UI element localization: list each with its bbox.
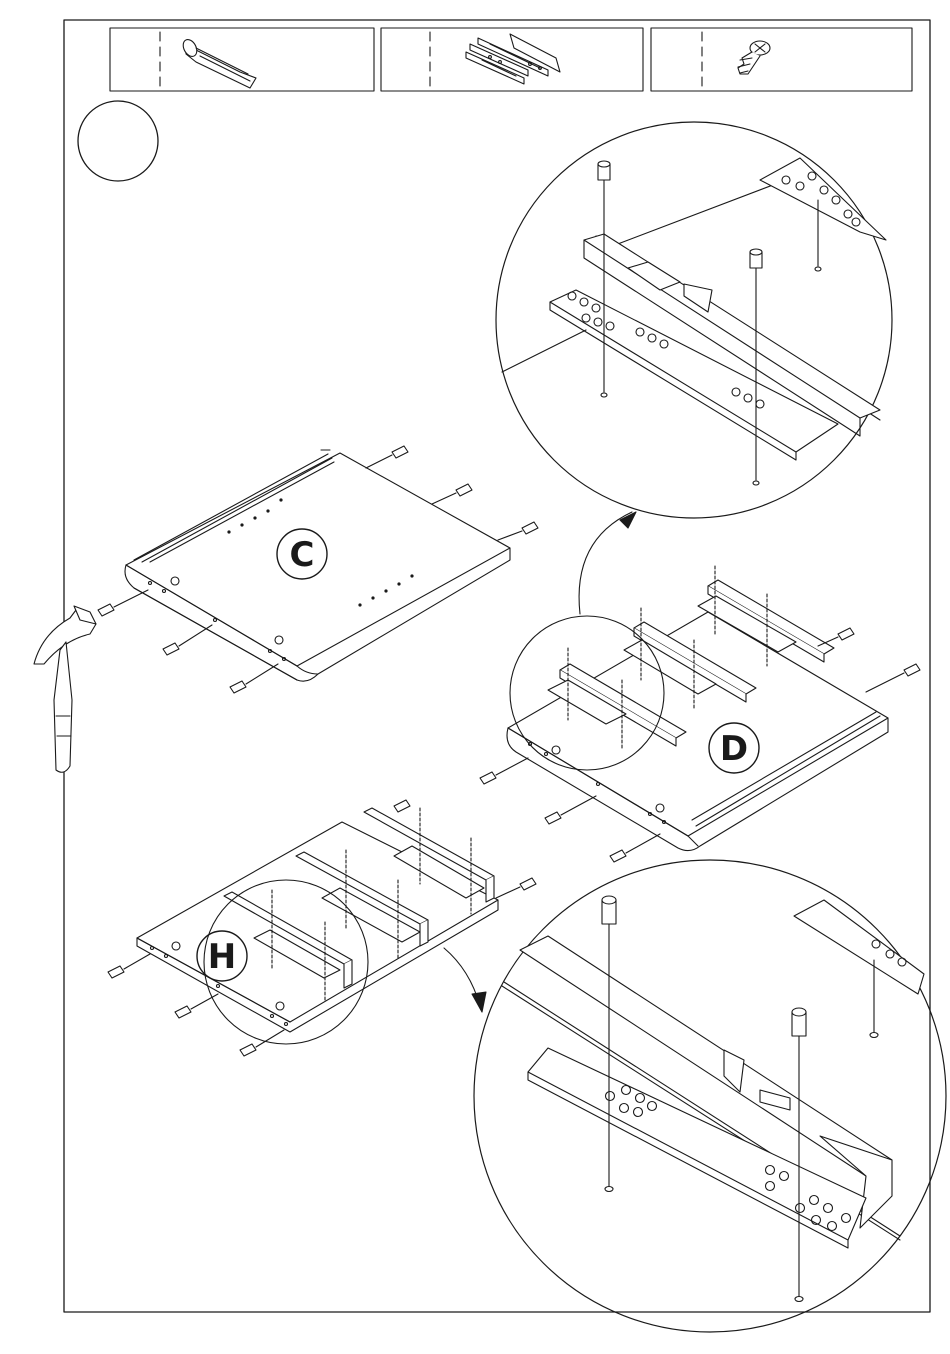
drawer-slide-icon <box>466 34 560 84</box>
screw-icon <box>738 41 770 74</box>
step-number-circle <box>78 101 158 181</box>
parts-box-screw <box>651 28 912 91</box>
detail-view-bottom <box>474 860 946 1332</box>
panel-c: C <box>125 450 510 681</box>
panel-c-label: C <box>290 535 315 575</box>
callout-arrow-d <box>579 512 632 614</box>
hammer-icon <box>34 606 96 772</box>
detail-view-top <box>496 122 892 518</box>
panel-d-label: D <box>720 729 748 769</box>
dowel-icon <box>180 37 256 88</box>
panel-h-label: H <box>208 937 236 977</box>
parts-header <box>110 28 912 91</box>
